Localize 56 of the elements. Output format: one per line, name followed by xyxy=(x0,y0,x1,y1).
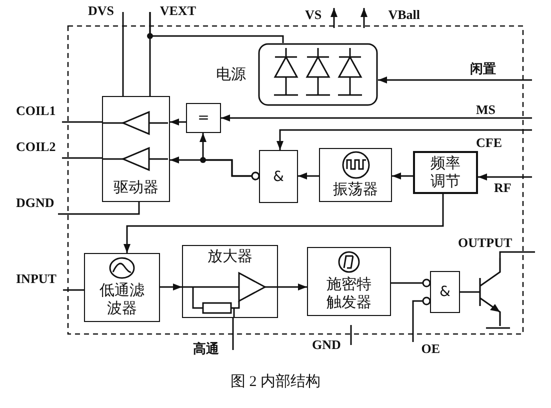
arrow xyxy=(298,172,319,180)
pin-label: 闲置 xyxy=(470,62,532,80)
arrow xyxy=(378,76,532,84)
arrow xyxy=(221,114,532,122)
arrow xyxy=(392,172,413,180)
block-title: 放大器 xyxy=(208,248,252,266)
filter-box xyxy=(84,253,160,322)
block-title: 振荡器 xyxy=(333,181,378,199)
pin-label: 高通 xyxy=(193,342,233,358)
pin-label: INPUT xyxy=(16,272,63,290)
block-title: 电源 xyxy=(216,66,246,84)
block-title: 施密特触发器 xyxy=(326,276,372,312)
pin-label: VEXT xyxy=(150,4,196,20)
connector-line xyxy=(460,291,470,293)
pin-label: RF xyxy=(494,177,532,196)
pin-label: DVS xyxy=(88,4,123,20)
arrow xyxy=(170,118,186,126)
pin-label: VS xyxy=(305,8,334,22)
arrow xyxy=(124,194,444,253)
driver-box xyxy=(102,96,170,202)
connector-line xyxy=(149,12,284,43)
oscillator-box xyxy=(319,148,392,202)
trigger-box xyxy=(307,247,391,316)
amplifier-box xyxy=(182,245,278,318)
arrow xyxy=(278,284,307,290)
connector-line xyxy=(62,121,102,123)
arrow xyxy=(478,174,532,180)
pin-label: VBall xyxy=(364,8,420,22)
block-title: 低通滤波器 xyxy=(98,282,146,318)
connector-line xyxy=(350,325,352,345)
caption: 图 2 内部结构 xyxy=(230,372,322,391)
pin-label: COIL1 xyxy=(16,104,62,122)
and-gate: & xyxy=(430,271,460,313)
pin-label: MS xyxy=(476,103,532,118)
block-title: 频率调节 xyxy=(430,154,462,190)
arrow xyxy=(200,133,260,180)
arrow xyxy=(360,8,368,28)
pin-label: OUTPUT xyxy=(458,236,535,252)
comparator-box: = xyxy=(186,103,221,133)
connector-line xyxy=(62,157,102,159)
block-title: 驱动器 xyxy=(114,179,158,197)
pin-label: CFE xyxy=(476,130,532,150)
arrow xyxy=(330,8,338,28)
arrow xyxy=(160,284,182,290)
frequency-adjust-box xyxy=(413,151,478,194)
connector-line xyxy=(58,202,140,215)
connector-line xyxy=(122,12,124,96)
pin-label: GND xyxy=(312,338,351,354)
connector-line xyxy=(63,289,84,291)
connector-line xyxy=(232,318,234,350)
pin-label: COIL2 xyxy=(16,140,62,158)
pin-label: DGND xyxy=(16,196,58,214)
arrow xyxy=(276,129,532,150)
pin-label: OE xyxy=(413,342,440,358)
connector-line xyxy=(499,251,535,258)
and-gate: & xyxy=(259,150,298,203)
